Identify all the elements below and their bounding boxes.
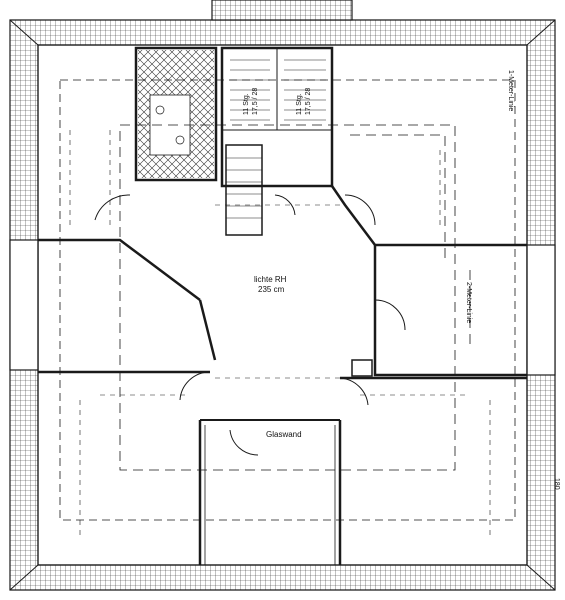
two-meter-line-label: 2-Meter-Linie — [465, 282, 472, 324]
stair-left-label-a: 11 Stg. — [243, 93, 250, 115]
edge-note: 180 — [553, 478, 560, 490]
one-meter-line — [59, 79, 516, 521]
one-meter-line-label: 1-Meter-Linie — [507, 70, 514, 112]
room-height-value: 235 cm — [258, 285, 285, 294]
stair-left-label-b: 17,5 / 28 — [252, 87, 259, 115]
dormer-left — [9, 239, 39, 371]
two-meter-line — [119, 124, 471, 471]
interior-walls — [37, 44, 528, 566]
door-swings — [94, 194, 406, 456]
stair-right-label-a: 11 Stg. — [296, 93, 303, 115]
ceiling-dashes — [69, 130, 491, 540]
roof-eaves — [9, 19, 556, 591]
stair-right-label-b: 17,5 / 28 — [305, 87, 312, 115]
room-height-label: lichte RH — [254, 275, 287, 284]
dormer-right — [526, 244, 556, 376]
glass-wall-label: Glaswand — [266, 430, 302, 439]
top-gable — [211, 0, 353, 21]
bathroom-tiles — [138, 50, 214, 178]
